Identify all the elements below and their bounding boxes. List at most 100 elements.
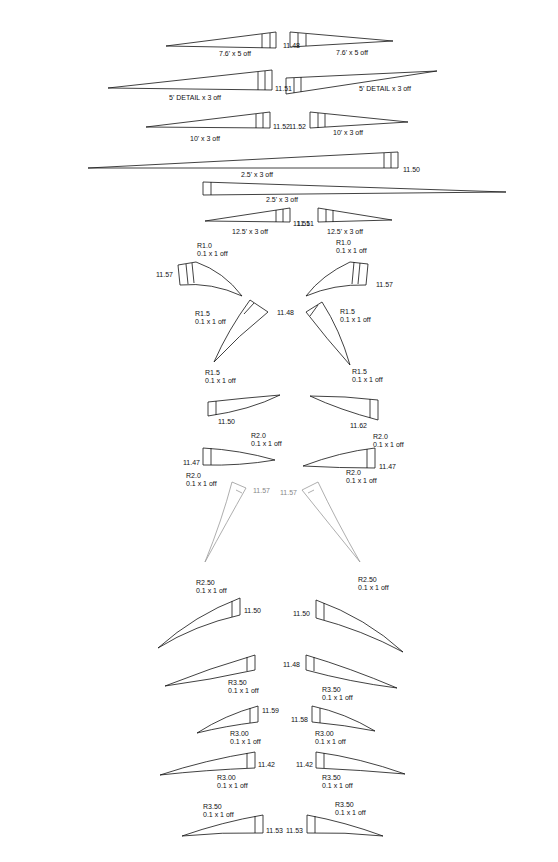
radius-label: R3.50	[322, 774, 341, 782]
plank	[318, 208, 392, 222]
plank	[214, 300, 268, 362]
radius-label: R3.50	[335, 801, 354, 809]
dimension-label: 2.5' x 3 off	[241, 171, 273, 179]
dimension-label: 0.1 x 1 off	[217, 782, 248, 790]
plank	[312, 706, 375, 731]
dimension-label: 11.53	[266, 827, 283, 835]
radius-label: R3.50	[203, 803, 222, 811]
dimension-label: 0.1 x 1 off	[335, 809, 366, 817]
dimension-label: 5' DETAIL x 3 off	[359, 85, 411, 93]
dimension-label: 10' x 3 off	[333, 129, 363, 137]
plank	[178, 262, 242, 296]
dimension-label: 0.1 x 1 off	[352, 376, 383, 384]
dimension-label: 5' DETAIL x 3 off	[169, 94, 221, 102]
dimension-label: 0.1 x 1 off	[373, 441, 404, 449]
radius-label: R1.5	[205, 369, 220, 377]
plank	[316, 600, 403, 652]
dimension-label: 11.50	[293, 610, 310, 618]
plank	[108, 70, 272, 90]
dimension-label: 0.1 x 1 off	[346, 477, 377, 485]
dimension-label: 0.1 x 1 off	[196, 587, 227, 595]
dimension-label: 11.58	[291, 716, 308, 724]
dimension-label: 11.51	[297, 220, 314, 228]
dimension-label: 11.47	[183, 459, 200, 467]
dimension-label: 0.1 x 1 off	[203, 811, 234, 819]
dimension-label: 10' x 3 off	[190, 135, 220, 143]
dimension-label: 11.52	[289, 123, 306, 131]
dimension-label: 12.5' x 3 off	[232, 228, 268, 236]
radius-label: R1.5	[352, 368, 367, 376]
dimension-label: 11.57	[280, 489, 297, 497]
plank	[307, 815, 383, 836]
dimension-label: 11.59	[262, 707, 279, 715]
plank	[310, 396, 378, 420]
dimension-label: 11.50	[244, 607, 261, 615]
plank	[146, 112, 270, 128]
radius-label: R3.00	[315, 730, 334, 738]
dimension-label: 11.51	[275, 85, 292, 93]
plank	[160, 752, 255, 775]
dimension-label: 11.42	[258, 761, 275, 769]
radius-label: R3.50	[228, 679, 247, 687]
dimension-label: 0.1 x 1 off	[336, 247, 367, 255]
dimension-label: 2.5' x 3 off	[266, 196, 298, 204]
radius-label: R2.50	[196, 579, 215, 587]
dimension-label: 11.48	[283, 42, 300, 50]
dimension-label: 0.1 x 1 off	[322, 782, 353, 790]
dimension-label: 11.50	[403, 166, 420, 174]
plank	[203, 448, 275, 465]
plank	[158, 598, 240, 648]
dimension-label: 11.53	[286, 827, 303, 835]
radius-label: R1.5	[340, 308, 355, 316]
plank	[286, 71, 437, 94]
dimension-label: 0.1 x 1 off	[205, 377, 236, 385]
dimension-label: 0.1 x 1 off	[322, 694, 353, 702]
plank	[205, 208, 290, 222]
radius-label: R2.0	[251, 432, 266, 440]
plank	[316, 752, 405, 774]
dimension-label: 11.42	[296, 761, 313, 769]
radius-label: R2.0	[373, 433, 388, 441]
plank	[290, 32, 393, 47]
dimension-label: 0.1 x 1 off	[228, 687, 259, 695]
plank	[306, 655, 397, 688]
dimension-label: 11.47	[379, 463, 396, 471]
radius-label: R3.00	[230, 730, 249, 738]
plank	[165, 655, 255, 686]
dimension-label: 0.1 x 1 off	[230, 738, 261, 746]
radius-label: R2.0	[346, 469, 361, 477]
dimension-label: 0.1 x 1 off	[186, 480, 217, 488]
dimension-label: 7.6' x 5 off	[219, 50, 251, 58]
dimension-label: 0.1 x 1 off	[195, 318, 226, 326]
radius-label: R1.0	[197, 242, 212, 250]
plank	[197, 706, 258, 733]
dimension-label: 7.6' x 5 off	[336, 49, 368, 57]
dimension-label: 0.1 x 1 off	[340, 316, 371, 324]
radius-label: R2.0	[186, 472, 201, 480]
dimension-label: 11.62	[350, 422, 367, 430]
plank	[303, 448, 375, 468]
plank	[88, 152, 398, 168]
radius-label: R1.0	[336, 239, 351, 247]
dimension-label: 0.1 x 1 off	[358, 584, 389, 592]
dimension-label: 12.5' x 3 off	[327, 228, 363, 236]
plank	[205, 482, 246, 562]
dimension-label: 11.57	[253, 487, 270, 495]
plank	[310, 112, 408, 128]
radius-label: R3.00	[217, 774, 236, 782]
dimension-label: 0.1 x 1 off	[251, 440, 282, 448]
dimension-label: 11.57	[156, 271, 173, 279]
plank	[166, 32, 276, 48]
radius-label: R3.50	[322, 686, 341, 694]
dimension-label: 11.48	[283, 661, 300, 669]
dimension-label: 11.48	[277, 309, 294, 317]
dimension-label: 11.52	[273, 123, 290, 131]
plank	[182, 815, 263, 836]
dimension-label: 11.57	[376, 281, 393, 289]
radius-label: R1.5	[195, 310, 210, 318]
radius-label: R2.50	[358, 576, 377, 584]
dimension-label: 0.1 x 1 off	[315, 738, 346, 746]
plank	[208, 395, 280, 416]
plank	[306, 262, 368, 296]
dimension-label: 11.50	[218, 418, 235, 426]
